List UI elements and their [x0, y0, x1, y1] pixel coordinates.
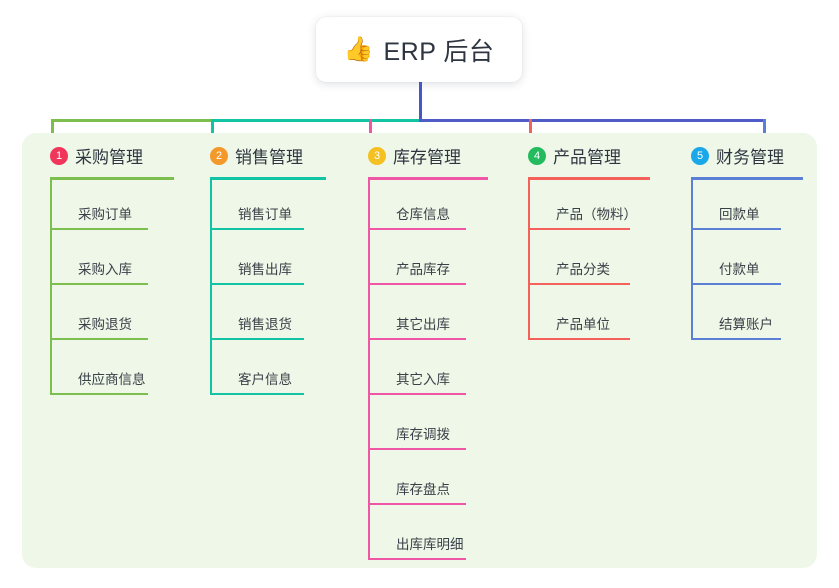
root-stem	[419, 82, 422, 122]
leaf-item[interactable]: 库存盘点	[368, 471, 466, 505]
leaf-item-rule	[50, 338, 148, 340]
branch-title-1: 采购管理	[75, 148, 143, 167]
leaf-item-rule	[368, 558, 466, 560]
leaf-item-rule	[368, 338, 466, 340]
leaf-item[interactable]: 采购入库	[50, 251, 148, 285]
branch-spine-2	[210, 177, 212, 395]
leaf-item-label: 库存调拨	[396, 427, 450, 442]
leaf-item-label: 出库库明细	[396, 537, 464, 552]
leaf-item-label: 产品（物料）	[556, 207, 637, 222]
leaf-item-label: 付款单	[719, 262, 760, 277]
leaf-item-label: 库存盘点	[396, 482, 450, 497]
branch-title-4: 产品管理	[553, 148, 621, 167]
leaf-item-label: 采购订单	[78, 207, 132, 222]
trunk-segment-3	[419, 119, 766, 122]
branch-header-rule-4	[528, 177, 650, 180]
root-node[interactable]: 👍 ERP 后台	[316, 17, 522, 82]
leaf-item-rule	[691, 338, 781, 340]
thumbs-up-icon: 👍	[343, 35, 374, 63]
leaf-item-label: 客户信息	[238, 372, 292, 387]
leaf-item-rule	[210, 283, 304, 285]
leaf-item-label: 采购入库	[78, 262, 132, 277]
branch-title-3: 库存管理	[393, 148, 461, 167]
leaf-item[interactable]: 其它出库	[368, 306, 466, 340]
branch-header-1[interactable]: 1 采购管理	[50, 143, 143, 168]
branch-header-rule-3	[368, 177, 488, 180]
branch-spine-4	[528, 177, 530, 340]
leaf-item[interactable]: 采购退货	[50, 306, 148, 340]
leaf-item[interactable]: 回款单	[691, 196, 781, 230]
leaf-item-label: 回款单	[719, 207, 760, 222]
branch-header-5[interactable]: 5 财务管理	[691, 143, 784, 168]
leaf-item[interactable]: 结算账户	[691, 306, 781, 340]
leaf-item[interactable]: 产品（物料）	[528, 196, 637, 230]
leaf-item-label: 销售出库	[238, 262, 292, 277]
branch-badge-1: 1	[50, 146, 68, 165]
leaf-item-label: 供应商信息	[78, 372, 146, 387]
leaf-item-label: 其它入库	[396, 372, 450, 387]
branch-header-rule-5	[691, 177, 803, 180]
leaf-item-rule	[210, 338, 304, 340]
leaf-item[interactable]: 仓库信息	[368, 196, 466, 230]
leaf-item-rule	[368, 503, 466, 505]
trunk-segment-2	[211, 119, 422, 122]
leaf-item-label: 销售退货	[238, 317, 292, 332]
leaf-item-rule	[50, 283, 148, 285]
trunk-segment-1	[51, 119, 214, 122]
leaf-item-label: 结算账户	[719, 317, 773, 332]
branch-header-2[interactable]: 2 销售管理	[210, 143, 303, 168]
leaf-item-rule	[368, 228, 466, 230]
leaf-item-rule	[691, 228, 781, 230]
leaf-item-rule	[210, 393, 304, 395]
branch-header-3[interactable]: 3 库存管理	[368, 143, 461, 168]
leaf-item[interactable]: 销售出库	[210, 251, 304, 285]
leaf-item-rule	[50, 393, 148, 395]
branch-title-5: 财务管理	[716, 148, 784, 167]
leaf-item[interactable]: 销售退货	[210, 306, 304, 340]
branch-spine-5	[691, 177, 693, 340]
leaf-item-rule	[691, 283, 781, 285]
leaf-item[interactable]: 产品分类	[528, 251, 630, 285]
leaf-item[interactable]: 产品单位	[528, 306, 630, 340]
leaf-item-rule	[528, 338, 630, 340]
leaf-item-label: 产品单位	[556, 317, 610, 332]
leaf-item-label: 产品分类	[556, 262, 610, 277]
leaf-item[interactable]: 采购订单	[50, 196, 148, 230]
branch-badge-3: 3	[368, 146, 386, 165]
leaf-item[interactable]: 出库库明细	[368, 526, 466, 560]
branch-title-2: 销售管理	[235, 148, 303, 167]
leaf-item[interactable]: 付款单	[691, 251, 781, 285]
leaf-item-rule	[210, 228, 304, 230]
branch-badge-2: 2	[210, 146, 228, 165]
leaf-item-rule	[50, 228, 148, 230]
branch-badge-5: 5	[691, 146, 709, 165]
root-node-label: ERP 后台	[383, 37, 495, 66]
branch-header-4[interactable]: 4 产品管理	[528, 143, 621, 168]
leaf-item[interactable]: 客户信息	[210, 361, 304, 395]
leaf-item-rule	[368, 393, 466, 395]
branch-panel	[22, 133, 817, 568]
leaf-item-label: 仓库信息	[396, 207, 450, 222]
leaf-item-rule	[368, 448, 466, 450]
leaf-item-label: 产品库存	[396, 262, 450, 277]
branch-spine-1	[50, 177, 52, 395]
leaf-item-rule	[528, 283, 630, 285]
leaf-item-label: 采购退货	[78, 317, 132, 332]
leaf-item-rule	[368, 283, 466, 285]
leaf-item[interactable]: 库存调拨	[368, 416, 466, 450]
branch-spine-3	[368, 177, 370, 560]
leaf-item-label: 其它出库	[396, 317, 450, 332]
leaf-item[interactable]: 供应商信息	[50, 361, 148, 395]
leaf-item-label: 销售订单	[238, 207, 292, 222]
branch-header-rule-2	[210, 177, 326, 180]
leaf-item[interactable]: 产品库存	[368, 251, 466, 285]
branch-badge-4: 4	[528, 146, 546, 165]
leaf-item[interactable]: 其它入库	[368, 361, 466, 395]
leaf-item-rule	[528, 228, 630, 230]
leaf-item[interactable]: 销售订单	[210, 196, 304, 230]
branch-header-rule-1	[50, 177, 174, 180]
